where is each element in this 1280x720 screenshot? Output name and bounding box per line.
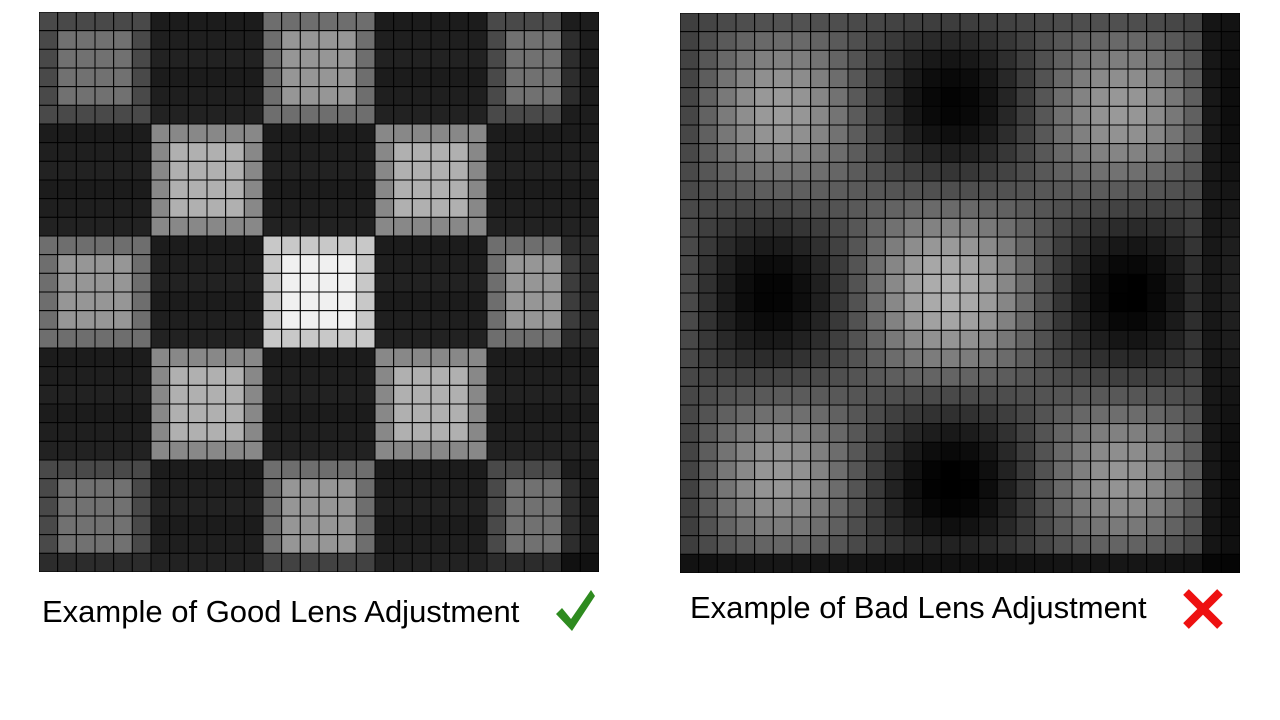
good-lens-image xyxy=(39,12,599,572)
x-mark-icon xyxy=(1180,586,1226,632)
good-lens-caption: Example of Good Lens Adjustment xyxy=(42,594,520,629)
good-lens-pixel-grid xyxy=(39,12,599,572)
bad-lens-pixel-grid xyxy=(680,13,1240,573)
check-mark-icon xyxy=(553,586,597,634)
bad-lens-caption: Example of Bad Lens Adjustment xyxy=(690,590,1147,625)
bad-lens-image xyxy=(680,13,1240,573)
